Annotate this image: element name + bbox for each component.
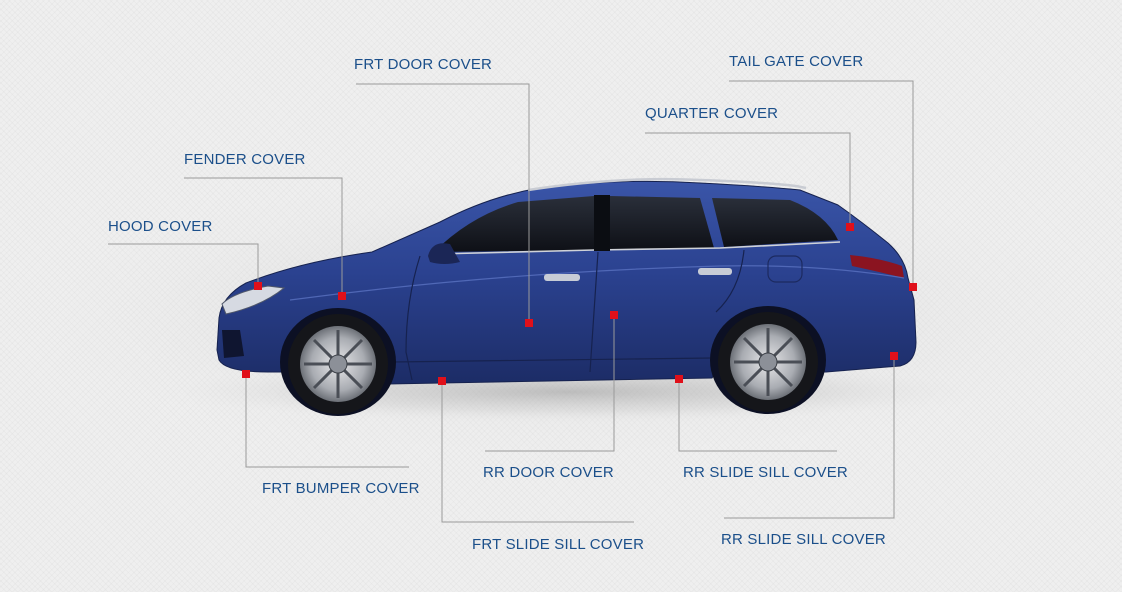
leader-hood xyxy=(108,243,259,286)
front-window xyxy=(434,196,594,252)
leader-frt-door xyxy=(356,83,530,323)
headlight xyxy=(221,285,286,315)
leader-frt-bumper xyxy=(245,374,409,468)
marker-tail-gate xyxy=(909,283,917,291)
leader-rr-door xyxy=(485,315,615,452)
marker-rr-door xyxy=(610,311,618,319)
leader-rr-slide-sill-upper xyxy=(678,379,837,452)
marker-rr-slide-sill-upper xyxy=(675,375,683,383)
leader-tail-gate xyxy=(729,80,914,287)
marker-rr-slide-sill-lower xyxy=(890,352,898,360)
label-frt-bumper-cover: FRT BUMPER COVER xyxy=(262,480,420,497)
rear-door-window xyxy=(610,196,714,250)
window-trim xyxy=(435,241,841,255)
marker-frt-slide-sill xyxy=(438,377,446,385)
body-character-line xyxy=(289,265,905,301)
sill-line xyxy=(391,357,713,363)
label-quarter-cover: QUARTER COVER xyxy=(645,105,779,122)
leader-frt-slide-sill xyxy=(441,381,634,523)
label-rr-door-cover: RR DOOR COVER xyxy=(483,464,614,481)
rear-wheel xyxy=(718,312,818,412)
leader-fender xyxy=(184,177,343,296)
tail-light xyxy=(850,255,904,278)
marker-quarter xyxy=(846,223,854,231)
rear-door-handle xyxy=(698,268,732,275)
label-hood-cover: HOOD COVER xyxy=(108,218,213,235)
front-lower-grille xyxy=(222,330,244,358)
marker-frt-door xyxy=(525,319,533,327)
label-fender-cover: FENDER COVER xyxy=(184,151,306,168)
label-frt-slide-sill-cover: FRT SLIDE SILL COVER xyxy=(472,536,645,553)
marker-fender xyxy=(338,292,346,300)
marker-hood xyxy=(254,282,262,290)
label-rr-slide-sill-cover-upper: RR SLIDE SILL COVER xyxy=(683,464,848,481)
roof-rail xyxy=(527,177,807,192)
b-pillar xyxy=(594,195,610,251)
rear-door-back-seam xyxy=(715,249,745,313)
label-frt-door-cover: FRT DOOR COVER xyxy=(354,56,493,73)
rear-door-seam xyxy=(589,251,599,373)
front-door-seam xyxy=(405,255,421,381)
fuel-cap xyxy=(767,255,803,283)
leader-rr-slide-sill-lower xyxy=(724,356,895,519)
front-wheel xyxy=(288,314,388,414)
marker-frt-bumper xyxy=(242,370,250,378)
label-rr-slide-sill-cover-lower: RR SLIDE SILL COVER xyxy=(721,531,886,548)
front-door-handle xyxy=(544,274,580,281)
label-tail-gate-cover: TAIL GATE COVER xyxy=(729,53,864,70)
quarter-window xyxy=(712,198,838,247)
side-mirror xyxy=(428,243,460,264)
leader-quarter xyxy=(645,132,851,227)
